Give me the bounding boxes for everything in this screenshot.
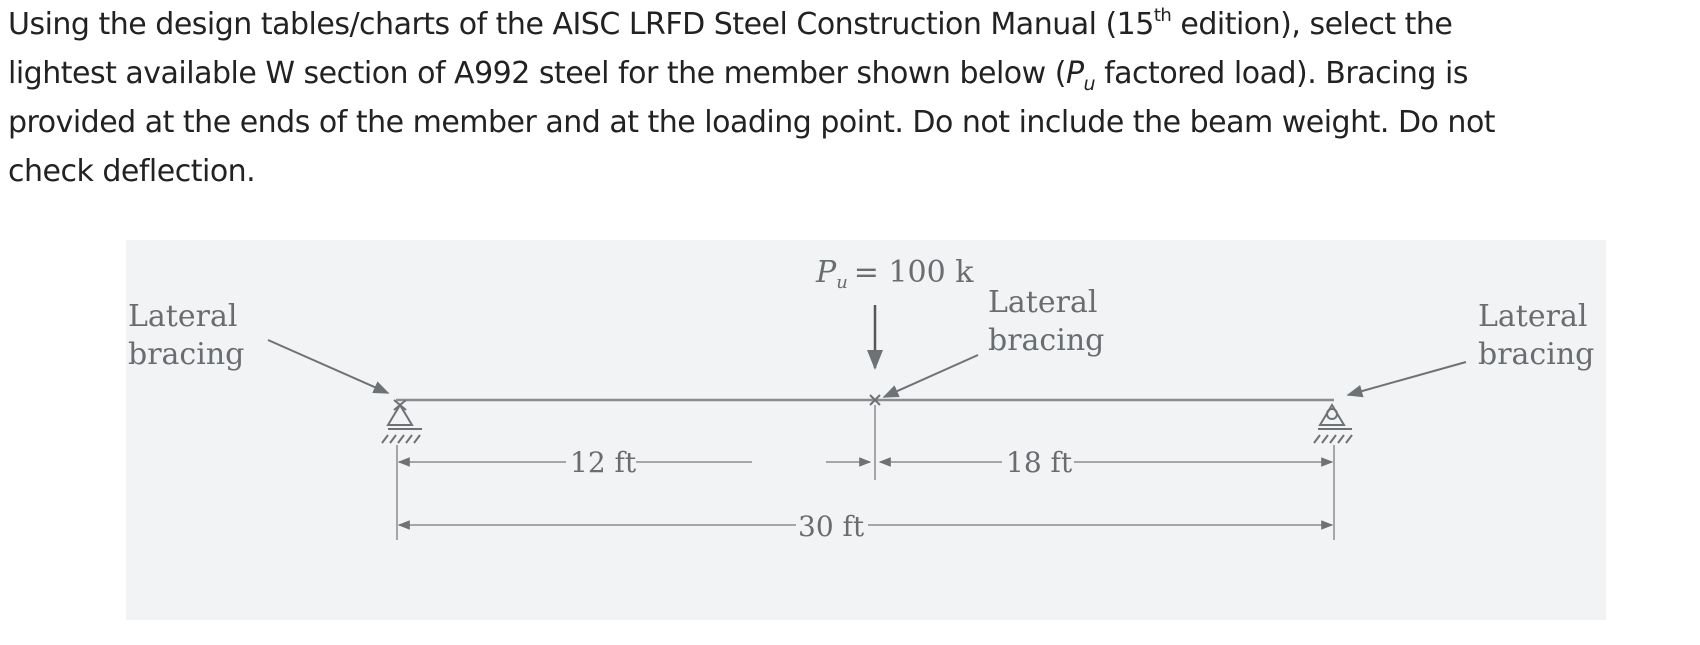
pu-symbol: Pu	[1065, 56, 1096, 95]
left-bracing-label-2: bracing	[128, 337, 244, 372]
problem-line-3: provided at the ends of the member and a…	[8, 105, 1496, 140]
right-bracing-pointer	[1346, 361, 1467, 398]
extension-lines	[396, 405, 1335, 540]
problem-text-2a: lightest available W section of A992 ste…	[8, 56, 1066, 91]
problem-line-4: check deflection.	[8, 154, 256, 189]
mid-bracing-pointer	[882, 354, 979, 398]
beam-diagram: Pu= 100 k Lateral bracing Lateral bracin…	[126, 240, 1606, 620]
dimension-label-30ft: 30 ft	[798, 510, 865, 543]
mid-bracing-label-1: Lateral	[988, 285, 1097, 320]
load-label: Pu= 100 k	[815, 255, 974, 293]
ordinal-superscript: th	[1153, 5, 1172, 26]
dimension-label-12ft: 12 ft	[570, 446, 637, 479]
dimension-label-18ft: 18 ft	[1006, 446, 1073, 479]
right-bracing-label-1: Lateral	[1478, 299, 1587, 334]
mid-bracing-label-2: bracing	[988, 323, 1104, 358]
problem-line-1: Using the design tables/charts of the AI…	[8, 0, 1693, 49]
problem-text-1b: edition), select the	[1171, 7, 1453, 42]
problem-text-1a: Using the design tables/charts of the AI…	[8, 7, 1154, 42]
problem-line-2: lightest available W section of A992 ste…	[8, 49, 1693, 98]
right-pin-support	[1313, 403, 1353, 444]
right-bracing-label-2: bracing	[1478, 337, 1594, 372]
problem-statement: Using the design tables/charts of the AI…	[8, 0, 1693, 196]
mid-bracing-point	[869, 394, 881, 406]
problem-text-2b: factored load). Bracing is	[1095, 56, 1468, 91]
left-bracing-label-1: Lateral	[128, 299, 237, 334]
left-bracing-pointer	[267, 339, 390, 394]
left-pin-support	[381, 399, 422, 444]
